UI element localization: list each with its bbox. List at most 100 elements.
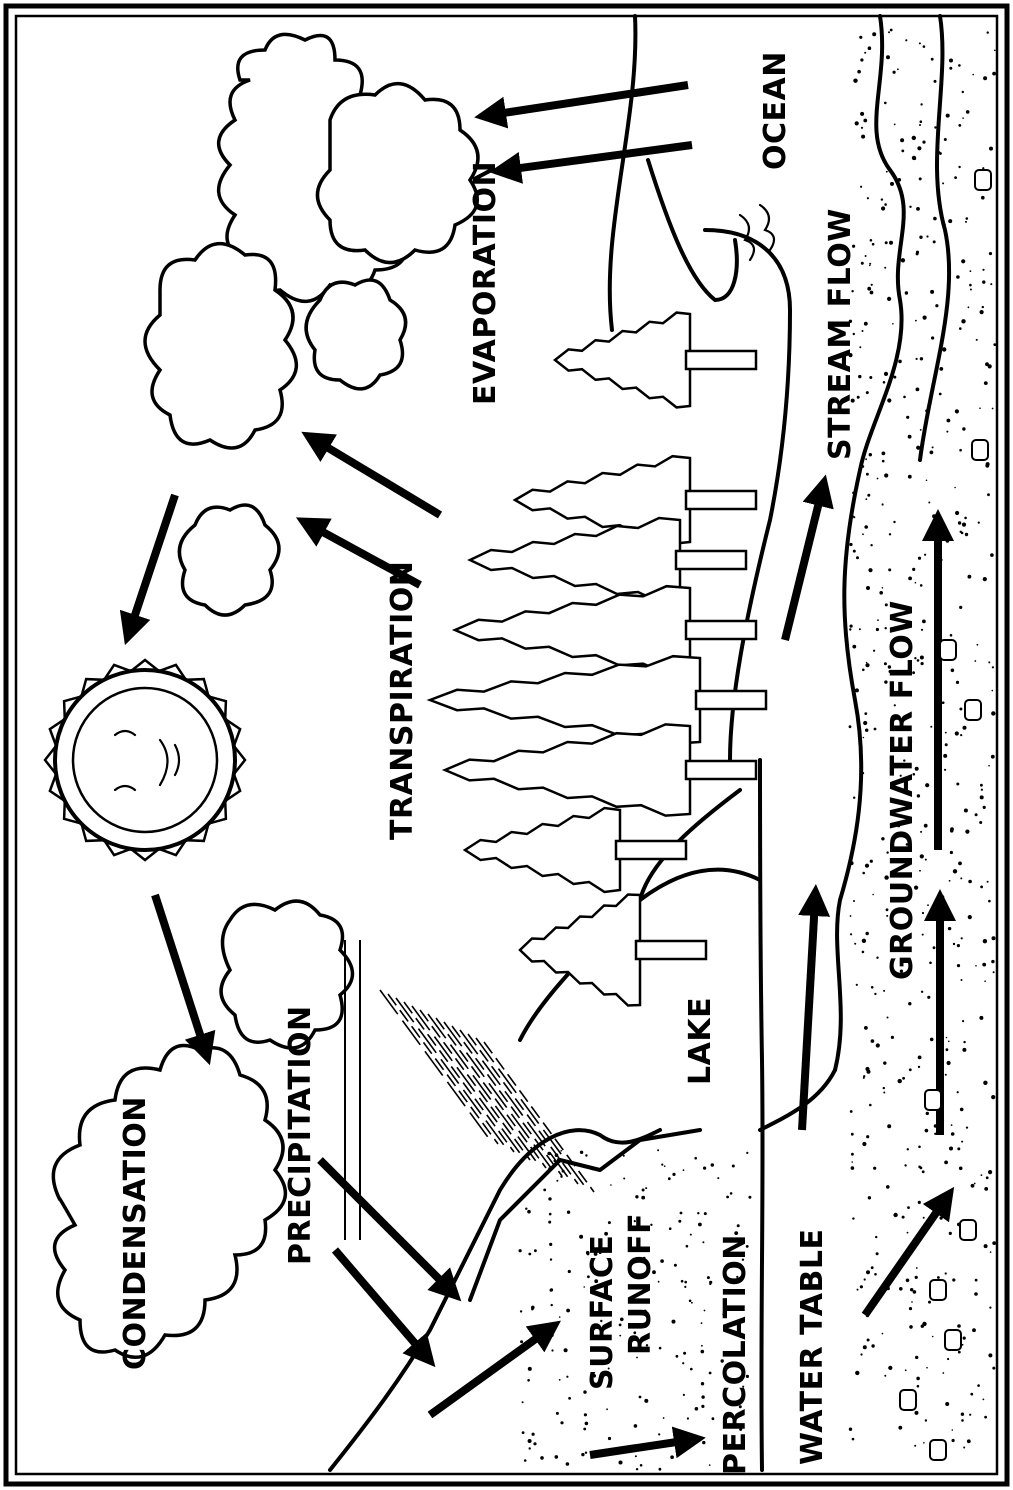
stipple-dot xyxy=(529,1187,533,1191)
label-precipitation: PRECIPITATION xyxy=(283,1005,318,1265)
stipple-dot xyxy=(934,522,937,525)
stipple-dot xyxy=(856,556,859,559)
stipple-dot xyxy=(930,726,932,728)
stipple-dot xyxy=(946,1037,948,1039)
stipple-dot xyxy=(952,1278,955,1281)
cloud-to-sun-arrow xyxy=(130,495,175,630)
stipple-dot xyxy=(894,124,896,126)
stipple-dot xyxy=(942,701,945,704)
stipple-dot xyxy=(968,306,970,308)
stipple-dot xyxy=(950,634,953,637)
sun xyxy=(45,660,245,860)
stipple-dot xyxy=(909,1068,912,1071)
stipple-dot xyxy=(929,962,932,965)
stipple-dot xyxy=(949,1232,952,1235)
stipple-dot xyxy=(942,347,946,351)
stipple-dot xyxy=(658,1433,660,1435)
stipple-dot xyxy=(862,772,864,774)
stipple-dot xyxy=(859,346,861,348)
stipple-dot xyxy=(855,121,859,125)
stipple-dot xyxy=(945,1074,947,1076)
stipple-dot xyxy=(925,409,928,412)
stipple-dot xyxy=(937,1276,940,1279)
stipple-dot xyxy=(560,1150,562,1152)
pebble xyxy=(975,170,991,190)
stipple-dot xyxy=(550,1258,552,1260)
stipple-dot xyxy=(852,1217,854,1219)
stipple-dot xyxy=(548,1167,551,1170)
stipple-dot xyxy=(983,76,987,80)
stipple-dot xyxy=(965,221,967,223)
stipple-dot xyxy=(881,206,885,210)
pebble xyxy=(925,1090,941,1110)
stipple-dot xyxy=(970,270,972,272)
stipple-dot xyxy=(920,429,922,431)
stipple-dot xyxy=(958,166,960,168)
stipple-dot xyxy=(585,1452,587,1454)
stipple-dot xyxy=(915,1411,919,1415)
stipple-dot xyxy=(641,1196,645,1200)
stipple-dot xyxy=(527,1210,531,1214)
stipple-dot xyxy=(981,1174,983,1176)
stipple-dot xyxy=(853,516,855,518)
stipple-dot xyxy=(941,965,943,967)
stipple-dot xyxy=(964,809,968,813)
stipple-dot xyxy=(858,375,861,378)
stipple-dot xyxy=(961,1413,964,1416)
stipple-dot xyxy=(980,886,983,889)
stipple-dot xyxy=(986,1176,989,1179)
stipple-dot xyxy=(938,579,940,581)
stipple-dot xyxy=(568,1397,571,1400)
stipple-dot xyxy=(971,1184,975,1188)
stipple-dot xyxy=(905,39,907,41)
stipple-dot xyxy=(861,465,864,468)
stipple-dot xyxy=(899,1287,903,1291)
stipple-dot xyxy=(865,458,867,460)
conifer-tree xyxy=(555,313,690,408)
precipitation-arrow-1 xyxy=(320,1160,450,1290)
stipple-dot xyxy=(883,381,886,384)
stipple-dot xyxy=(634,1424,638,1428)
stipple-dot xyxy=(958,521,961,524)
stipple-dot xyxy=(866,932,869,935)
stipple-dot xyxy=(683,1394,685,1396)
rain-streak xyxy=(420,1010,530,1160)
stipple-dot xyxy=(936,736,938,738)
stipple-dot xyxy=(974,1183,976,1185)
stipple-dot xyxy=(900,309,903,312)
stipple-dot xyxy=(585,1422,589,1426)
stipple-dot xyxy=(866,586,870,590)
stipple-dot xyxy=(520,1310,522,1312)
stipple-dot xyxy=(915,320,917,322)
stipple-dot xyxy=(864,52,866,54)
label-surface-runoff-line1: SURFACE xyxy=(585,1235,620,1390)
stipple-dot xyxy=(862,330,864,332)
stipple-dot xyxy=(959,327,962,330)
stipple-dot xyxy=(663,1417,665,1419)
stipple-dot xyxy=(885,241,888,244)
stipple-dot xyxy=(912,156,916,160)
stipple-dot xyxy=(943,754,947,758)
stipple-dot xyxy=(850,915,852,917)
stipple-dot xyxy=(527,1326,529,1328)
stipple-dot xyxy=(660,1259,664,1263)
stipple-dot xyxy=(982,306,984,308)
land-surface-line xyxy=(760,760,763,1470)
stipple-dot xyxy=(623,1178,625,1180)
stipple-dot xyxy=(957,1324,961,1328)
stipple-dot xyxy=(945,1402,949,1406)
stipple-dot xyxy=(850,1110,853,1113)
label-groundwater-flow: GROUNDWATER FLOW xyxy=(885,600,920,980)
stipple-dot xyxy=(888,31,890,33)
stipple-dot xyxy=(579,1235,583,1239)
stipple-dot xyxy=(866,1135,869,1138)
stipple-dot xyxy=(918,1056,922,1060)
stipple-dot xyxy=(701,1322,703,1324)
stipple-dot xyxy=(992,690,994,692)
stipple-dot xyxy=(701,1405,704,1408)
stipple-dot xyxy=(918,1066,920,1068)
rain-streak xyxy=(388,994,498,1144)
stipple-dot xyxy=(963,1337,966,1340)
ocean-wave-2 xyxy=(760,205,774,250)
